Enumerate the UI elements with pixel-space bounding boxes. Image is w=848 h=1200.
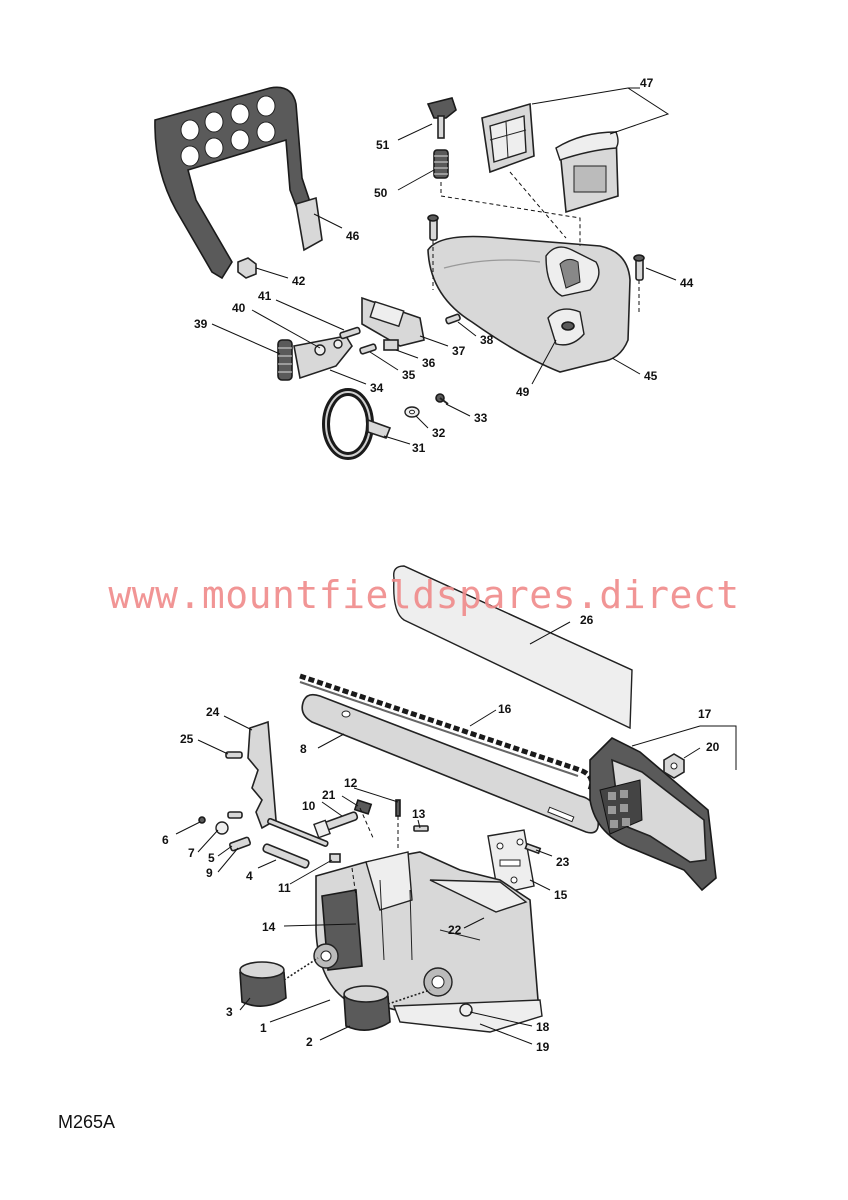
callout-20: 20 (706, 740, 720, 754)
brake-spring-part (277, 339, 293, 381)
callout-2: 2 (306, 1035, 313, 1049)
hand-guard-part (154, 86, 323, 280)
crankcase-housing-part (313, 851, 543, 1033)
callout-19: 19 (536, 1040, 550, 1054)
brake-bracket-part (361, 296, 425, 351)
assembly-guide-lines-bottom (351, 807, 399, 897)
callout-labels: 47 51 50 46 42 44 41 40 39 38 37 36 35 4… (162, 76, 720, 1054)
callout-40: 40 (232, 301, 246, 315)
callout-49: 49 (516, 385, 530, 399)
callout-25: 25 (180, 732, 194, 746)
callout-31: 31 (412, 441, 426, 455)
callout-26: 26 (580, 613, 594, 627)
callout-15: 15 (554, 888, 568, 902)
bar-nut-part (663, 753, 685, 779)
filter-element-part (555, 130, 619, 214)
top-cover-part (427, 235, 631, 373)
callout-leaders-top (211, 87, 677, 445)
bar-plate-part (487, 829, 535, 895)
callout-21: 21 (322, 788, 336, 802)
callout-36: 36 (422, 356, 436, 370)
nut-part (237, 257, 257, 279)
callout-51: 51 (376, 138, 390, 152)
callout-17: 17 (698, 707, 712, 721)
knob-spring-part (433, 149, 449, 179)
callout-41: 41 (258, 289, 272, 303)
callout-22: 22 (448, 923, 462, 937)
side-cover-part (589, 737, 717, 892)
callout-44: 44 (680, 276, 694, 290)
callout-8: 8 (300, 742, 307, 756)
callout-13: 13 (412, 807, 426, 821)
callout-3: 3 (226, 1005, 233, 1019)
callout-34: 34 (370, 381, 384, 395)
callout-24: 24 (206, 705, 220, 719)
callout-4: 4 (246, 869, 253, 883)
callout-23: 23 (556, 855, 570, 869)
callout-14: 14 (262, 920, 276, 934)
adjuster-parts (198, 799, 542, 935)
brake-lever-part (293, 335, 353, 380)
callout-6: 6 (162, 833, 169, 847)
assembly-guide-lines (432, 171, 640, 312)
callout-42: 42 (292, 274, 306, 288)
callout-39: 39 (194, 317, 208, 331)
callout-16: 16 (498, 702, 512, 716)
fuel-cap-part (239, 957, 319, 1007)
callout-38: 38 (480, 333, 494, 347)
callout-11: 11 (278, 881, 291, 895)
watermark-text: www.mountfieldspares.direct (108, 573, 740, 617)
brake-band-part (322, 388, 392, 460)
chain-catcher-part (225, 720, 277, 830)
pin-part (339, 326, 377, 355)
callout-35: 35 (402, 368, 416, 382)
callout-32: 32 (432, 426, 446, 440)
filter-cover-part (481, 102, 535, 174)
callout-1: 1 (260, 1021, 267, 1035)
callout-12: 12 (344, 776, 358, 790)
callout-5: 5 (208, 851, 215, 865)
callout-37: 37 (452, 344, 466, 358)
washer-part (404, 406, 420, 418)
callout-leaders-bottom (175, 621, 737, 1045)
bar-scabbard-part (393, 565, 633, 730)
callout-50: 50 (374, 186, 388, 200)
callout-18: 18 (536, 1020, 550, 1034)
guide-bar-part (301, 693, 600, 834)
callout-46: 46 (346, 229, 360, 243)
knob-part (426, 97, 457, 139)
callout-47: 47 (640, 76, 654, 90)
figure-code: M265A (58, 1112, 116, 1132)
callout-45: 45 (644, 369, 658, 383)
callout-7: 7 (188, 846, 195, 860)
callout-33: 33 (474, 411, 488, 425)
callout-9: 9 (206, 866, 213, 880)
callout-10: 10 (302, 799, 316, 813)
oil-cap-part (343, 985, 431, 1031)
